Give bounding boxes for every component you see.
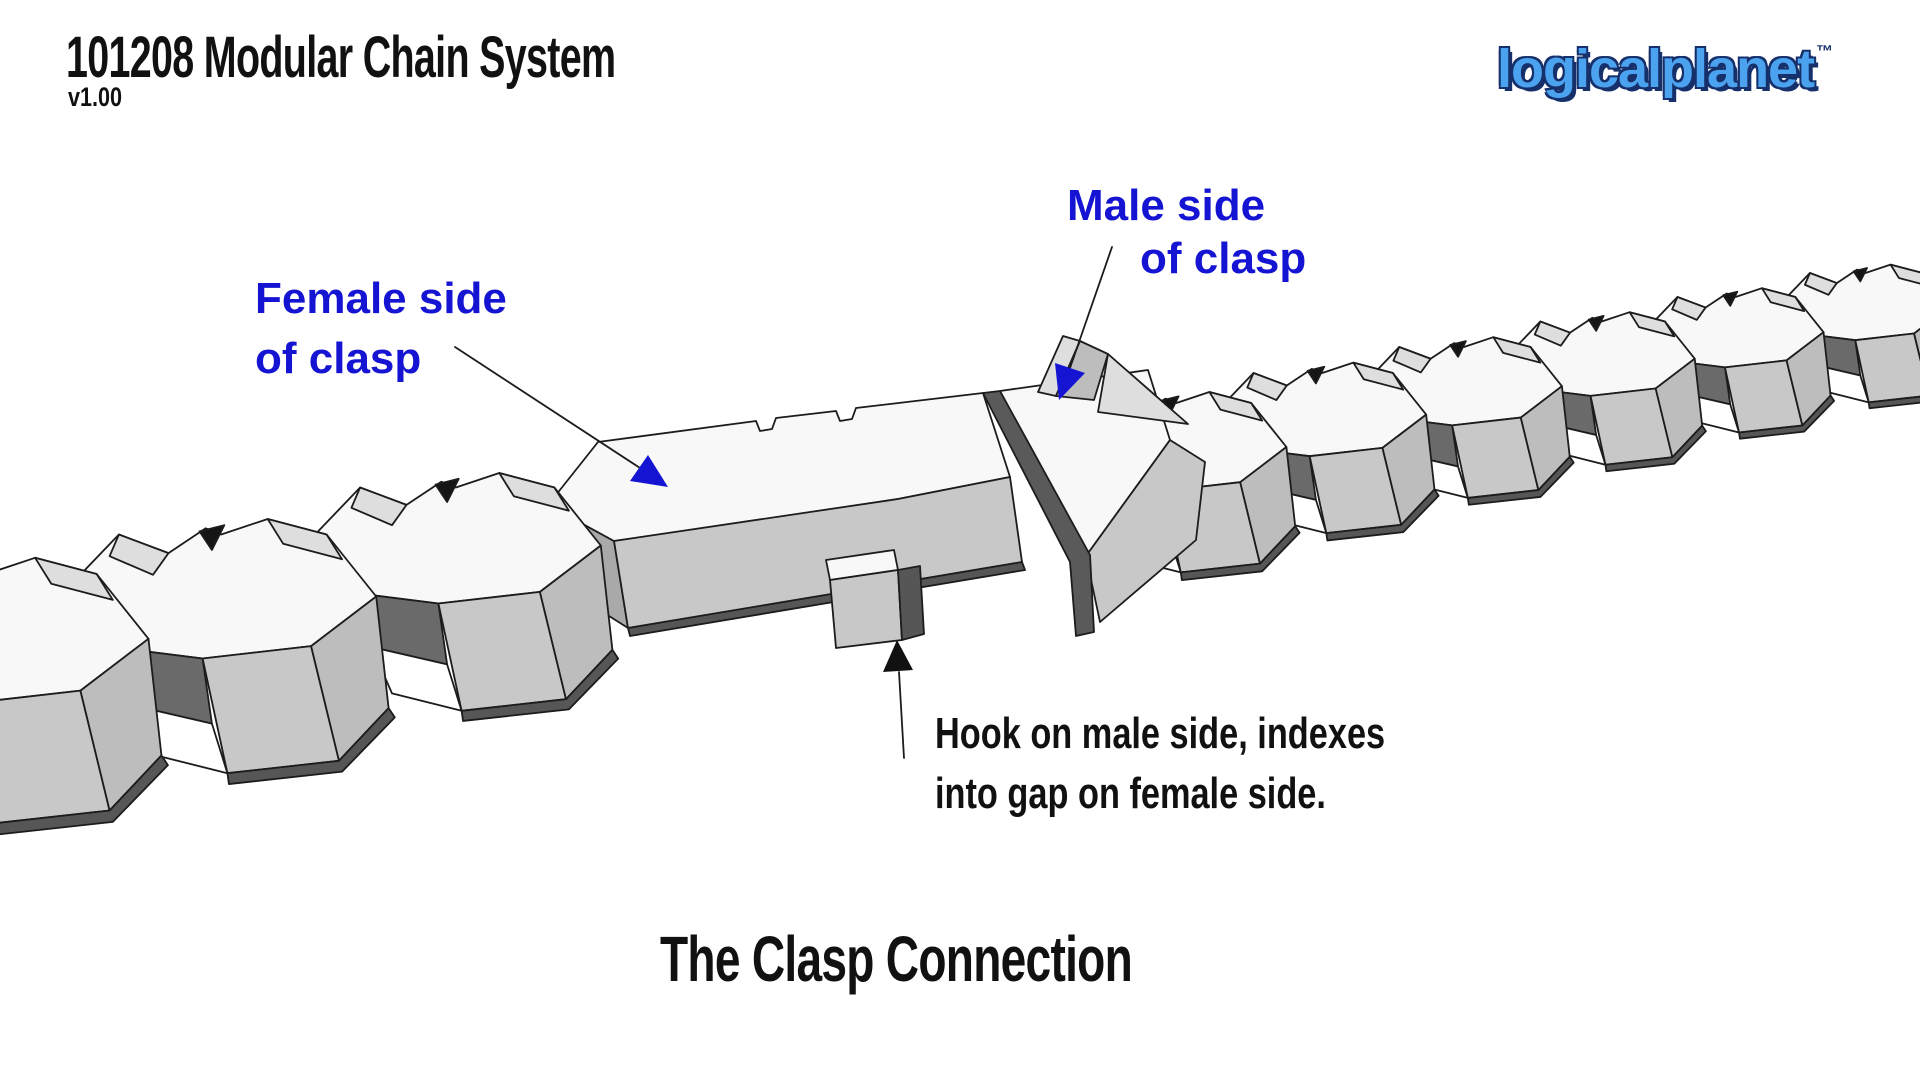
male-clasp-label-line2: of clasp — [1140, 234, 1307, 283]
hook-tab — [826, 550, 924, 648]
hook-arrow — [883, 640, 913, 758]
male-clasp — [1000, 336, 1205, 622]
clasp-gap — [983, 391, 1094, 636]
brand-logo-text: logicalplanet — [1497, 39, 1815, 99]
female-clasp-label: Female side of clasp — [255, 269, 507, 389]
female-arrow — [455, 347, 668, 487]
page-title: 101208 Modular Chain System — [66, 25, 616, 90]
chain-links-left — [0, 471, 620, 837]
diagram-caption: The Clasp Connection — [660, 923, 1133, 995]
hook-note: Hook on male side, indexes into gap on f… — [935, 704, 1385, 824]
hook-note-line1: Hook on male side, indexes — [935, 709, 1386, 758]
hook-note-line2: into gap on female side. — [935, 769, 1326, 818]
male-clasp-label-line1: Male side — [1067, 181, 1266, 230]
male-arrow — [1055, 247, 1112, 400]
female-clasp-label-line1: Female side — [255, 274, 507, 323]
female-clasp — [548, 393, 1025, 636]
version-label: v1.00 — [68, 82, 123, 112]
female-clasp-label-line2: of clasp — [255, 334, 422, 383]
trademark-icon: ™ — [1816, 42, 1834, 61]
